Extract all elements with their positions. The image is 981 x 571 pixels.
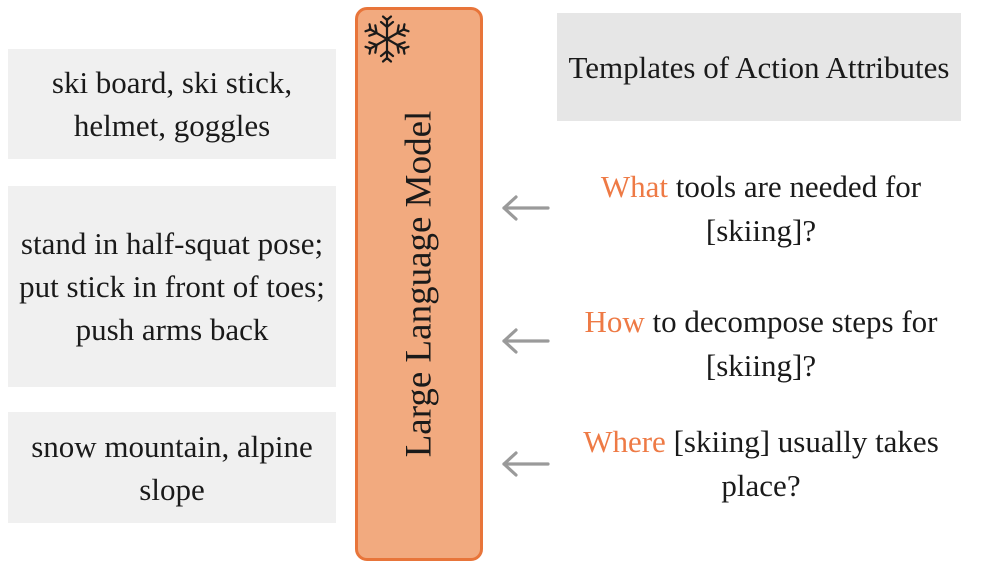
question-how: How to decompose steps for [skiing]? <box>556 300 966 388</box>
snowflake-icon <box>363 15 411 63</box>
output-text-place: snow mountain, alpine slope <box>31 428 313 507</box>
templates-header-text: Templates of Action Attributes <box>568 49 950 85</box>
output-text-tools: ski board, ski stick, helmet, goggles <box>51 65 293 143</box>
question-rest-where: [skiing] usually takes place? <box>665 424 939 503</box>
arrow-left-icon <box>502 451 550 477</box>
question-keyword-what: What <box>600 169 669 204</box>
output-box-tools: ski board, ski stick, helmet, goggles <box>8 49 336 159</box>
llm-block: Large Language Model <box>355 7 483 561</box>
templates-header: Templates of Action Attributes <box>557 13 961 121</box>
question-rest-how: to decompose steps for [skiing]? <box>644 304 938 383</box>
output-box-steps: stand in half-squat pose; put stick in f… <box>8 186 336 387</box>
question-keyword-how: How <box>584 304 645 339</box>
llm-label: Large Language Model <box>398 110 440 458</box>
arrow-left-icon <box>502 195 550 221</box>
output-box-place: snow mountain, alpine slope <box>8 412 336 523</box>
output-text-steps: stand in half-squat pose; put stick in f… <box>19 226 325 347</box>
arrow-left-icon <box>502 328 550 354</box>
question-what: What tools are needed for [skiing]? <box>556 165 966 253</box>
question-where: Where [skiing] usually takes place? <box>556 420 966 508</box>
question-keyword-where: Where <box>583 424 666 459</box>
question-rest-what: tools are needed for [skiing]? <box>668 169 922 248</box>
